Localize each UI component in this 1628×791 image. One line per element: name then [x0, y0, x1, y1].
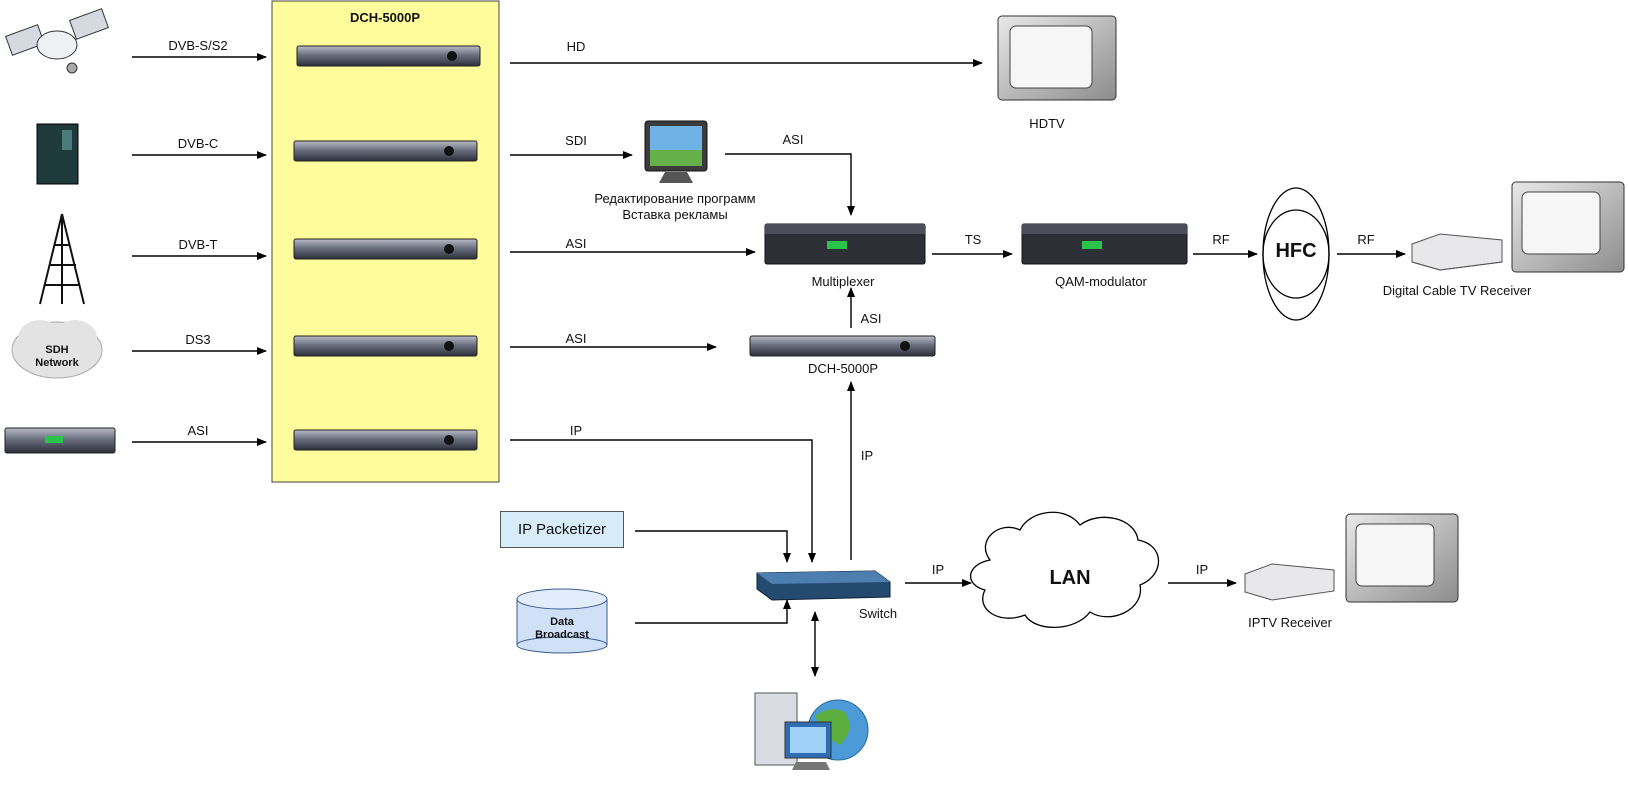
- rf-label-1: RF: [1212, 232, 1230, 247]
- sdh-label-line2: Network: [35, 357, 79, 369]
- data-broadcast-label-line1: Data: [550, 616, 574, 628]
- database-icon: [516, 588, 608, 654]
- sdh-cloud-icon: [11, 320, 103, 379]
- lan-label: LAN: [1049, 567, 1091, 589]
- packetizer-arrow: [635, 530, 791, 563]
- ip-lan-label: IP: [931, 562, 945, 577]
- asi-up-label: ASI: [860, 311, 882, 326]
- lan-cloud-icon: [969, 511, 1160, 629]
- asi-mux-label: ASI: [565, 236, 587, 251]
- editing-monitor-icon: [644, 120, 708, 183]
- qam-modulator-device-icon: [1021, 223, 1188, 265]
- antenna-tower-icon: [39, 213, 85, 305]
- sdi-label: SDI: [565, 133, 587, 148]
- dch-receiver-1-icon: [296, 45, 481, 67]
- asi-dch-label: ASI: [565, 331, 587, 346]
- network-switch-icon: [756, 570, 891, 601]
- qam-label: QAM-modulator: [1055, 274, 1147, 289]
- dch-receiver-5-icon: [293, 429, 478, 451]
- ds3-label: DS3: [185, 332, 211, 347]
- sdh-label-line1: SDH: [45, 344, 69, 356]
- dvb-s-label: DVB-S/S2: [168, 38, 228, 53]
- hfc-ellipse-inner: [1262, 209, 1330, 299]
- dch-receiver-3-icon: [293, 238, 478, 260]
- set-top-box-cable-icon: [1411, 233, 1503, 271]
- editor-label-line2: Вставка рекламы: [622, 207, 728, 222]
- dvb-c-label: DVB-C: [177, 136, 219, 151]
- multiplexer-label: Multiplexer: [811, 274, 875, 289]
- asi-editor-arrow: [725, 153, 855, 216]
- hd-label: HD: [566, 39, 586, 54]
- ip-up-label: IP: [860, 448, 874, 463]
- asi-input-label: ASI: [187, 423, 209, 438]
- computer-globe-icon: [754, 692, 869, 770]
- asi-editor-label: ASI: [782, 132, 804, 147]
- editor-label-line1: Редактирование программ: [594, 191, 756, 206]
- ip-packetizer-box: IP Packetizer: [500, 511, 624, 548]
- ts-label: TS: [964, 232, 982, 247]
- ip-packetizer-label: IP Packetizer: [517, 521, 607, 538]
- set-top-box-iptv-icon: [1244, 563, 1335, 601]
- tv-iptv-icon: [1345, 513, 1459, 603]
- data-broadcast-arrow: [635, 599, 791, 624]
- dch-5000p-unit-icon: [749, 335, 936, 357]
- iptv-receiver-label: IPTV Receiver: [1248, 615, 1332, 630]
- server-tower-icon: [36, 123, 79, 185]
- dvb-t-label: DVB-T: [178, 237, 218, 252]
- ip-out-label: IP: [569, 423, 583, 438]
- ip-iptv-label: IP: [1195, 562, 1209, 577]
- dch-5000p-label: DCH-5000P: [807, 361, 879, 376]
- dch-receiver-4-icon: [293, 335, 478, 357]
- dch-receiver-2-icon: [293, 140, 478, 162]
- data-broadcast-label-line2: Broadcast: [535, 629, 589, 641]
- hfc-label: HFC: [1275, 240, 1317, 262]
- rf-label-2: RF: [1357, 232, 1375, 247]
- hdtv-icon: [997, 15, 1117, 101]
- satellite-icon: [4, 8, 110, 74]
- switch-label: Switch: [858, 606, 898, 621]
- multiplexer-device-icon: [764, 223, 926, 265]
- hdtv-label: HDTV: [1029, 116, 1065, 131]
- headend-title: DCH-5000P: [349, 10, 421, 25]
- tv-cable-icon: [1511, 181, 1625, 273]
- asi-source-device-icon: [4, 427, 116, 454]
- ip-out-arrow: [510, 439, 816, 563]
- cable-receiver-label: Digital Cable TV Receiver: [1382, 283, 1532, 298]
